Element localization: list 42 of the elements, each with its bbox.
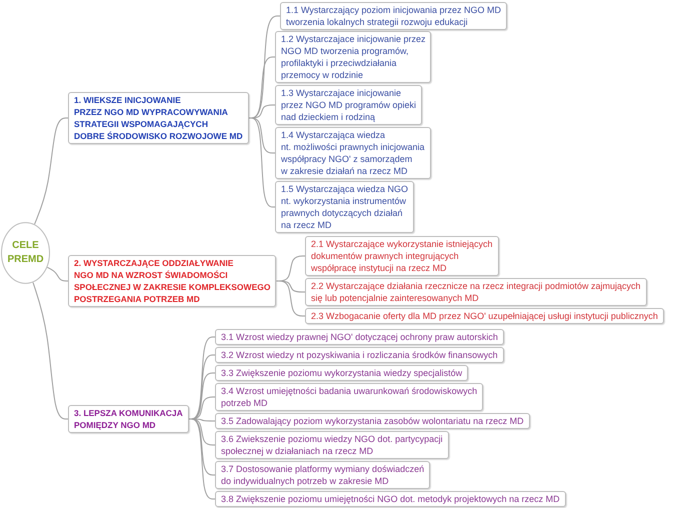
sub-goal-box bbox=[215, 365, 468, 381]
goal-box bbox=[68, 405, 189, 433]
sub-goal-box bbox=[305, 308, 664, 324]
sub-goal-box bbox=[215, 347, 504, 363]
sub-goal-text: 1.5 Wystarczająca wiedza NGO nt. wykorzystania instrumentów prawnych dotyczących działań na rzecz MD bbox=[281, 183, 408, 231]
sub-goal-text: 3.6 Zwiekszenie poziomu wiedzy NGO dot. partycypacji społecznej w działaniach na rzecz MD bbox=[221, 433, 443, 457]
sub-goal-box bbox=[280, 2, 507, 30]
sub-goal-text: 1.1 Wystarczający poziom inicjowania przez NGO MD tworzenia lokalnych strategii rozwoju edukacji bbox=[286, 4, 501, 28]
sub-goal-text: 3.3 Zwiększenie poziomu wykorzystania wiedzy specjalistów bbox=[221, 367, 462, 379]
sub-goal-text: 1.3 Wystarczajace inicjowanie przez NGO MD programów opieki nad dzieckiem i rodziną bbox=[281, 87, 416, 123]
sub-goal-text: 3.5 Zadowalający poziom wykorzystania zasobów wolontariatu na rzecz MD bbox=[221, 415, 524, 427]
sub-goal-text: 3.7 Dostosowanie platformy wymiany doświadczeń do indywidualnych potrzeb w zakresie MD bbox=[221, 463, 424, 487]
sub-goal-box bbox=[215, 491, 566, 507]
goal-text: 3. LEPSZA KOMUNIKACJA POMIĘDZY NGO MD bbox=[74, 407, 183, 431]
connector-line bbox=[188, 418, 216, 500]
sub-goal-text: 3.1 Wzrost wiedzy prawnej NGO' dotyczącej ochrony praw autorskich bbox=[221, 331, 498, 343]
sub-goal-text: 1.4 Wystarczająca wiedza nt. możliwości prawnych inicjowania współpracy NGO' z samorządem w zakresie działań na rzecz MD bbox=[281, 129, 425, 177]
sub-goal-box bbox=[275, 181, 414, 233]
sub-goal-text: 2.3 Wzbogacanie oferty dla MD przez NGO' uzupełniającej usługi instytucji publicznych bbox=[311, 310, 658, 322]
sub-goal-box bbox=[215, 413, 530, 429]
sub-goal-text: 2.1 Wystarczające wykorzystanie istniejących dokumentów prawnych integrujących współpracę instytucji na rzecz MD bbox=[311, 238, 492, 274]
connector-line bbox=[34, 118, 68, 225]
topic-text: CELE PREMD bbox=[7, 239, 44, 267]
sub-goal-text: 3.8 Zwiększenie poziomu umiejętności NGO dot. metodyk projektowych na rzecz MD bbox=[221, 493, 560, 505]
sub-goal-text: 3.2 Wzrost wiedzy nt pozyskiwania i rozliczania środków finansowych bbox=[221, 349, 498, 361]
sub-goal-text: 2.2 Wystarczające działania rzecznicze na rzecz integracji podmiotów zajmujących się lub potencjalnie zainteresowanych MD bbox=[311, 280, 641, 304]
sub-goal-text: 1.2 Wystarczajace inicjowanie przez NGO MD tworzenia programów, profilaktyki i przeciwdziałania przemocy w rodzinie bbox=[281, 33, 426, 81]
sub-goal-box bbox=[305, 278, 647, 306]
connector-line bbox=[46, 266, 68, 282]
sub-goal-box bbox=[215, 383, 484, 411]
sub-goal-box bbox=[215, 431, 449, 459]
central-topic-ellipse bbox=[1, 222, 50, 284]
sub-goal-box bbox=[275, 85, 422, 125]
sub-goal-box bbox=[305, 236, 498, 276]
connector-line bbox=[32, 282, 68, 420]
connector-line bbox=[248, 118, 276, 208]
goal-text: 2. WYSTARCZAJĄCE ODDZIAŁYWANIE NGO MD NA WZROST ŚWIADOMOŚCI SPOŁECZNEJ W ZAKRESIE KOMPLEKSOWEGO POSTRZEGANIA POTRZEB MD bbox=[74, 257, 270, 305]
sub-goal-box bbox=[215, 461, 430, 489]
sub-goal-text: 3.4 Wzrost umiejętności badania uwarunkowań środowiskowych potrzeb MD bbox=[221, 385, 478, 409]
sub-goal-box bbox=[215, 329, 504, 345]
connector-line bbox=[276, 280, 306, 316]
goal-text: 1. WIEKSZE INICJOWANIE PRZEZ NGO MD WYPRACOWYWANIA STRATEGII WSPOMAGAJĄCYCH DOBRE ŚRODOWISKO ROZWOJOWE MD bbox=[74, 94, 243, 142]
